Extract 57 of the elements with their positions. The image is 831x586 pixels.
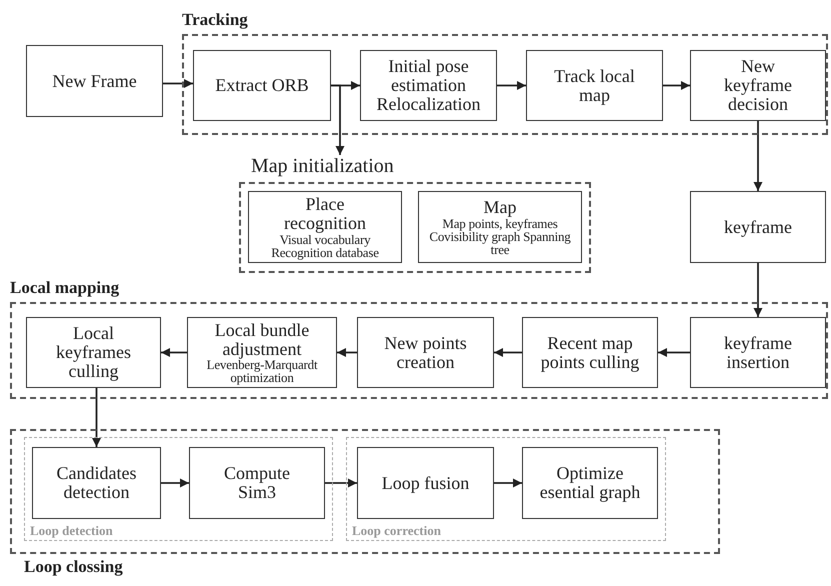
arrow [163, 79, 193, 88]
process-box [32, 447, 161, 519]
arrow [497, 81, 526, 90]
arrow [658, 348, 690, 357]
box-detail: Visual vocabulary Recognition database [270, 232, 380, 259]
process-box [418, 191, 582, 263]
process-box [187, 317, 337, 388]
box-title: Map [482, 198, 518, 217]
box-detail: Map points, keyframes Covisibility graph Spanning tree [428, 216, 572, 256]
arrow [331, 84, 344, 155]
box-title: Candidates detection [56, 464, 138, 502]
box-title: Local bundle adjustment [214, 320, 310, 358]
process-box [26, 317, 161, 388]
box-detail: Levenberg-Marquardt optimization [206, 358, 318, 384]
process-box [522, 317, 658, 388]
arrow [754, 121, 762, 191]
box-title: Place recognition [283, 195, 367, 233]
process-box [690, 317, 826, 388]
process-box [526, 50, 663, 121]
box-title: Loop fusion [380, 474, 470, 492]
group-heading: Loop correction [352, 523, 441, 539]
group-heading: Loop clossing [24, 557, 123, 577]
box-title: New keyframe decision [723, 57, 793, 114]
arrow [161, 478, 189, 488]
process-box [189, 447, 325, 519]
process-box [690, 191, 826, 263]
box-title: New Frame [51, 72, 138, 90]
process-box [357, 447, 494, 519]
box-title: New points creation [383, 334, 468, 372]
box-title: keyframe insertion [723, 334, 793, 372]
box-title: Track local map [553, 66, 636, 104]
process-box [248, 191, 402, 263]
process-box [522, 447, 658, 519]
box-title: Initial pose estimation Relocalization [376, 57, 482, 114]
process-box [360, 50, 497, 121]
process-box [357, 317, 494, 388]
arrow [161, 348, 187, 357]
arrow [494, 348, 522, 357]
group-heading: Tracking [182, 10, 248, 30]
process-box [193, 50, 331, 121]
process-box [26, 45, 163, 117]
arrow [754, 263, 762, 317]
arrow [663, 81, 690, 90]
group-heading: Local mapping [10, 278, 120, 298]
group-heading: Map initialization [251, 155, 394, 178]
box-title: Optimize esential graph [538, 464, 642, 502]
box-title: keyframe [723, 218, 793, 236]
group-heading: Loop detection [30, 523, 113, 539]
arrow [337, 348, 357, 357]
arrow [92, 388, 101, 447]
arrow [494, 478, 522, 488]
process-box [690, 50, 826, 121]
box-title: Compute Sim3 [223, 464, 291, 502]
box-title: Recent map points culling [540, 334, 640, 372]
box-title: Extract ORB [214, 76, 310, 95]
arrow [325, 478, 357, 488]
box-title: Local keyframes culling [55, 324, 132, 381]
